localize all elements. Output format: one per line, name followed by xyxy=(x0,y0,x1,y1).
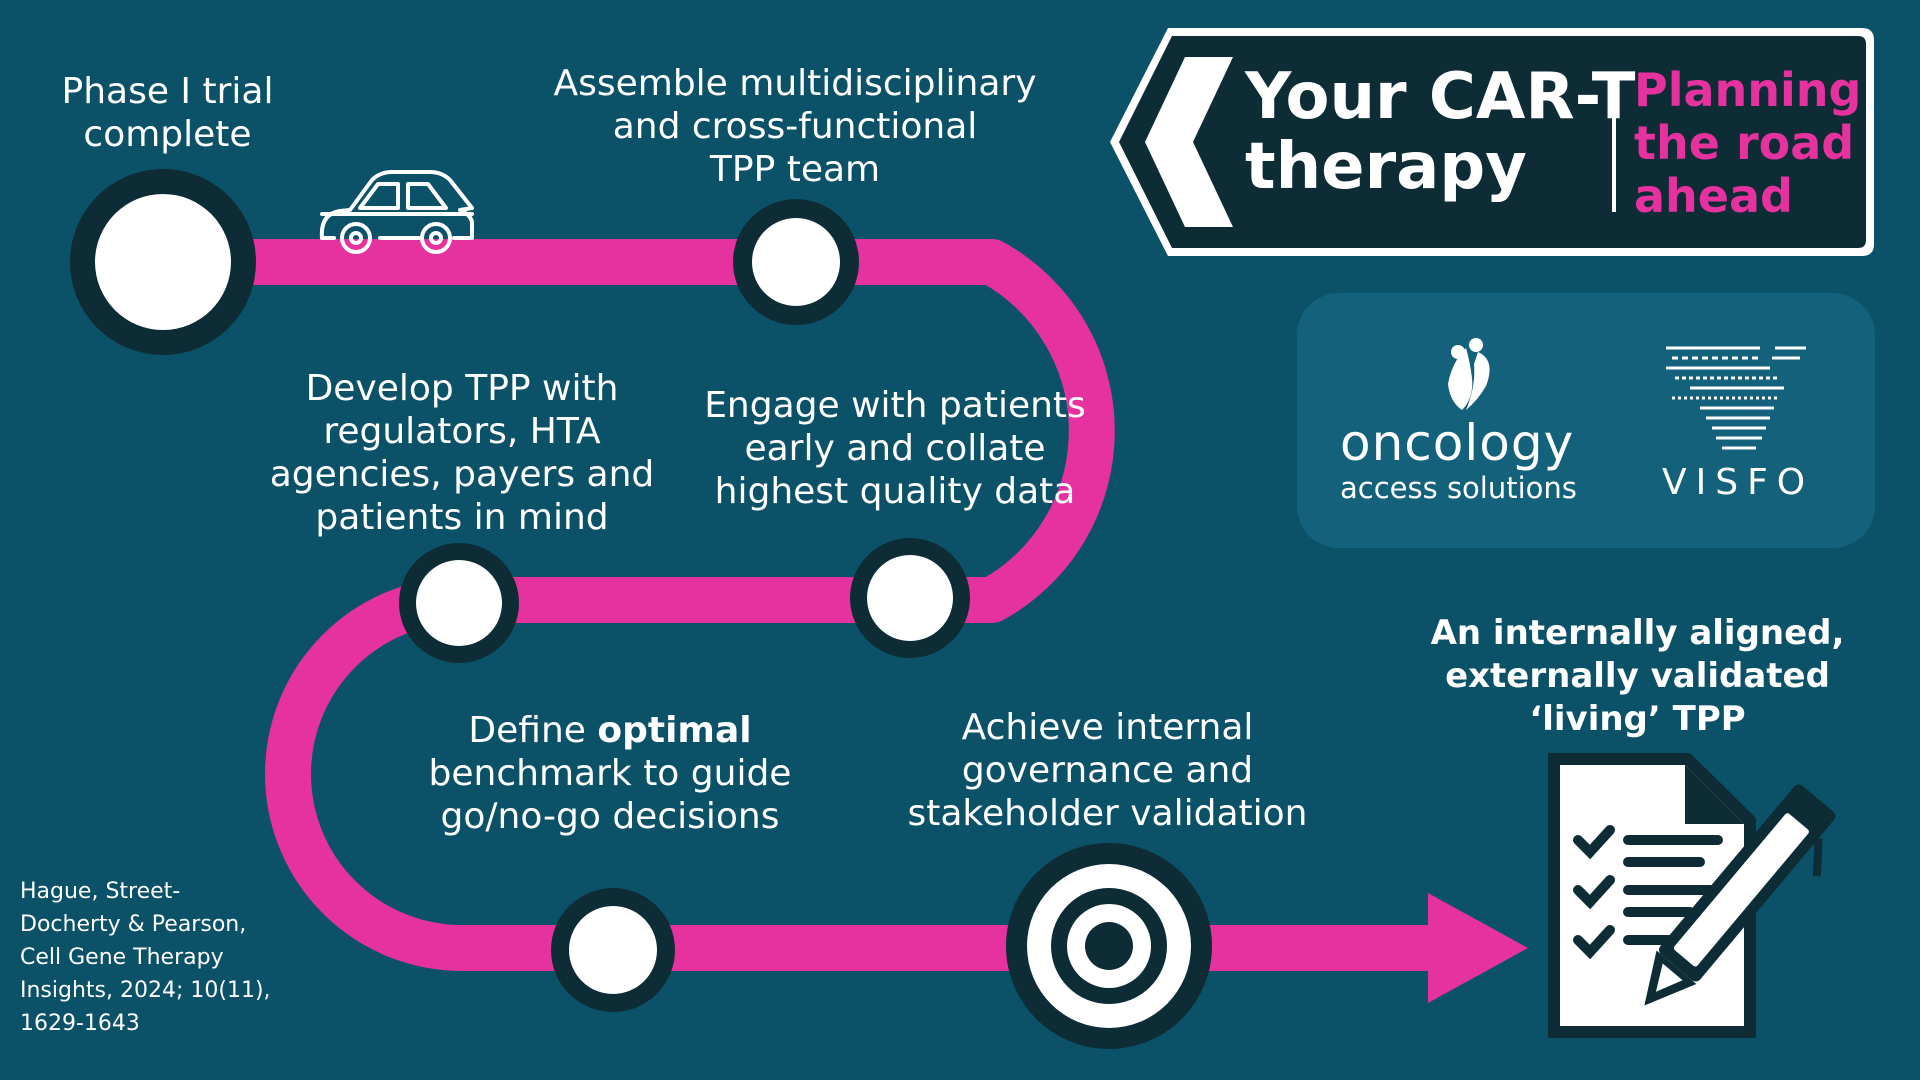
chevron-left-icon xyxy=(1145,57,1233,227)
visfo-logo-name: VISFO xyxy=(1662,462,1815,503)
oncology-logo-icon xyxy=(1448,338,1490,410)
step-label-achieve: Achieve internal governance and stakehol… xyxy=(907,707,1308,834)
road-sign xyxy=(1110,28,1874,256)
node-define xyxy=(551,888,675,1012)
arrow-head-icon xyxy=(1428,893,1528,1003)
car-icon xyxy=(319,170,474,254)
node-phase1 xyxy=(70,169,256,355)
node-engage xyxy=(850,538,970,658)
sign-title: Your CAR-T therapy xyxy=(1245,60,1636,204)
target-icon xyxy=(1006,843,1212,1049)
node-assemble xyxy=(733,199,859,325)
step-label-phase1: Phase I trial complete xyxy=(61,71,274,155)
step-label-engage: Engage with patients early and collate h… xyxy=(704,385,1086,512)
step-label-define: Define optimal benchmark to guide go/no-… xyxy=(428,710,792,837)
step-label-assemble: Assemble multidisciplinary and cross-fun… xyxy=(553,63,1037,190)
oncology-logo-tagline: access solutions xyxy=(1340,471,1577,505)
pen-icon xyxy=(1644,784,1836,1006)
logo-panel xyxy=(1297,293,1875,548)
oncology-logo-name: oncology xyxy=(1340,414,1575,472)
citation: Hague, Street- Docherty & Pearson, Cell … xyxy=(20,879,271,1036)
road-path xyxy=(164,239,1440,971)
sign-subtitle: Planning the road ahead xyxy=(1634,63,1862,223)
node-develop xyxy=(399,543,519,663)
step-label-develop: Develop TPP with regulators, HTA agencie… xyxy=(269,368,655,538)
visfo-logo-icon xyxy=(1666,346,1806,450)
outcome-label: An internally aligned, externally valida… xyxy=(1430,613,1845,739)
